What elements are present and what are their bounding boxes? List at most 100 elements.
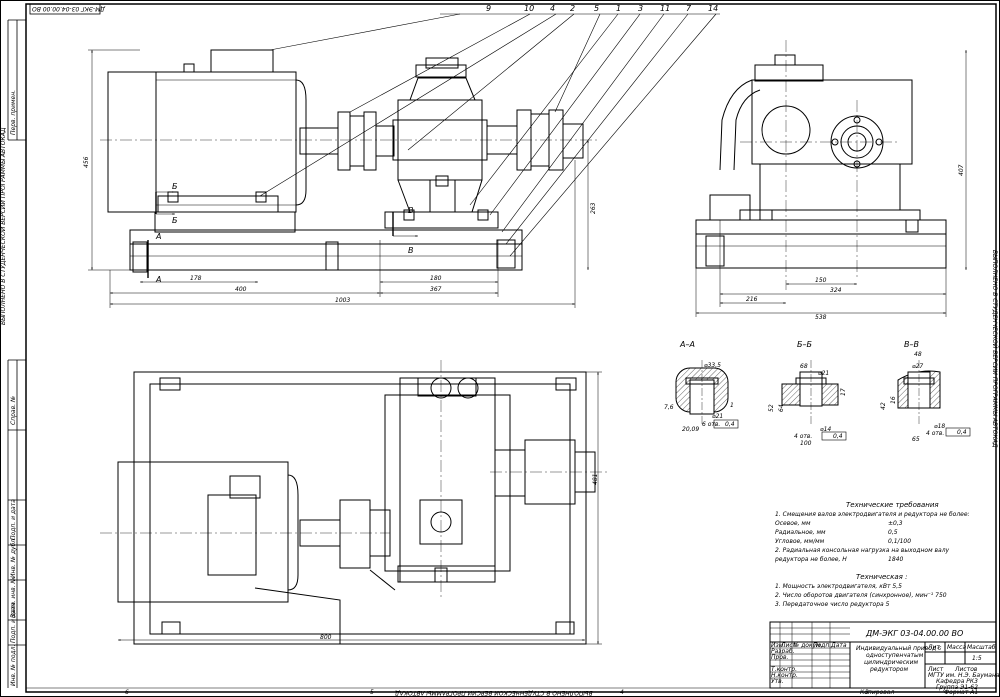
frame-number-4: 4 [620,689,624,696]
dim-324: 324 [830,287,842,294]
header-stamp-box [29,3,101,15]
plan-dimensions [118,371,602,645]
aa-d1: ⌀33,5 [704,362,721,369]
vv-d5: ⌀18 [934,423,946,430]
cut-a-bottom: А [156,275,162,284]
margin-orig-inv: Инв. № подл. [10,644,17,686]
cut-v-top: В [408,206,414,215]
aa-d4: ⌀21 [712,413,724,420]
tech-req-value-2: 0,5 [888,529,898,536]
left-margin-columns [7,19,26,688]
row-ncontrol: Н.контр. [771,672,798,679]
margin-dup-inv: Инв. № дубл. [10,536,17,578]
tech-req-value-3: 0,1/100 [888,538,912,545]
col-header-scale: Масштаб [967,644,996,651]
cut-b-bottom: Б [172,216,178,225]
title-block [769,621,997,689]
callout-10: 10 [524,4,535,13]
vv-d4: 16 [890,396,897,404]
bb-d3: 52 [768,404,775,412]
callout-1: 1 [616,4,622,13]
dim-150: 150 [815,277,827,284]
title-scale: 1:5 [972,655,982,662]
section-bb-title: Б–Б [797,340,812,349]
section-aa [675,360,729,424]
tech-spec-line-2: 2. Число оборотов двигателя (синхронное)… [775,592,947,599]
title-name-1: Индивидуальный привод с [856,645,942,652]
title-format: Формат А1 [944,689,979,696]
plan-view [117,371,596,645]
cut-b-top: Б [172,182,178,191]
side-centerlines [740,40,900,290]
tech-spec-line-3: 3. Передаточное число редуктора 5 [775,601,890,608]
title-org-1: МГТУ им. Н.Э. Баумана [928,672,1000,679]
row-developer: Разраб. [771,648,795,655]
aa-note: 6 отв. [702,421,721,428]
tech-req-line-1: 1. Смещения валов электродвигателя и ред… [775,511,970,518]
dim-180: 180 [430,275,442,282]
margin-sign-date-1: Подп. и дата [10,499,17,540]
cut-a-top: А [156,232,162,241]
row-izm: Изм. [771,642,786,649]
section-tolerance-boxes [713,419,971,441]
tech-req-line-2: Осевое, мм [775,520,811,527]
vv-d6: 65 [912,436,920,443]
tech-req-value-4: 1840 [888,556,904,563]
title-copied: Копировал [860,689,895,696]
row-list: Лист [781,642,797,649]
title-name-2: одноступенчатым [866,652,924,659]
bb-d5: 17 [840,388,847,396]
row-doc-no: № докум. [793,642,823,649]
callout-3: 3 [638,4,644,13]
col-header-mass: Масса [947,644,967,651]
plan-centerlines [100,360,610,600]
row-tcontrol: Т.контр. [771,666,798,673]
section-vv-title: В–В [904,340,919,349]
side-dimensions [695,50,967,317]
margin-first-use: Перв. примен. [10,89,17,135]
bb-d1: 68 [800,363,808,370]
side-view [695,54,947,269]
vv-tolerance: 0,4 [957,429,967,436]
callout-leaders [259,13,720,257]
front-dimensions [88,49,589,308]
dim-800: 800 [320,634,332,641]
callout-7: 7 [686,4,692,13]
callout-4: 4 [550,4,556,13]
callout-2: 2 [570,4,576,13]
section-aa-title: А–А [680,340,695,349]
title-name-4: редуктором [870,666,908,673]
vv-d3: 42 [880,402,887,410]
aa-tolerance: 0,4 [725,421,735,428]
section-bb [781,360,839,424]
front-view [107,49,584,273]
callout-9: 9 [486,4,492,13]
student-note-right: ВЫПОЛНЕНО В СТУДЕНЧЕСКОЙ ВЕРСИИ ПРОГРАММ… [991,250,998,448]
margin-sign-date-2: Подп. и дата [10,602,17,643]
callout-14: 14 [708,4,719,13]
callout-11: 11 [660,4,671,13]
margin-ref-no: Справ. № [10,395,17,425]
cut-v-bottom: В [408,246,414,255]
tech-spec-title: Техническая : [856,573,908,581]
title-name-3: цилиндрическим [864,659,919,666]
aa-d2: 7,6 [664,404,674,411]
tech-spec-line-1: 1. Мощность электродвигателя, кВт 5,5 [775,583,902,590]
row-approved: Утв. [771,678,784,685]
dim-481: 481 [592,473,599,485]
dim-538: 538 [815,314,827,321]
bb-tolerance: 0,4 [833,433,843,440]
tech-req-line-4: Угловое, мм/мм [775,538,825,545]
student-note-left: ВЫПОЛНЕНО В СТУДЕНЧЕСКОЙ ВЕРСИИ ПРОГРАММ… [0,127,7,325]
dim-367: 367 [430,286,442,293]
dim-456: 456 [83,156,90,168]
aa-d5: 20,09 [682,426,700,433]
student-note-bottom: ВЫПОЛНЕНО В СТУДЕНЧЕСКОЙ ВЕРСИИ ПРОГРАММ… [395,689,593,696]
vv-note: 4 отв. [926,430,945,437]
bb-d7: 100 [800,440,812,447]
frame-number-6: 6 [125,689,129,696]
tech-req-line-5: 2. Радиальная консольная нагрузка на вых… [775,547,950,554]
dim-1003: 1003 [335,297,351,304]
tech-req-line-3: Радиальное, мм [775,529,826,536]
